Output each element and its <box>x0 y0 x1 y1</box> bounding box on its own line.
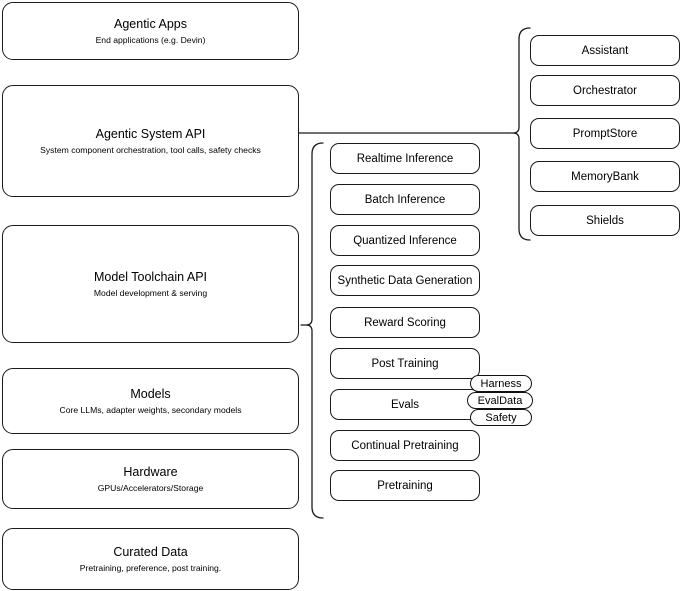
layer-subtitle: GPUs/Accelerators/Storage <box>97 483 204 493</box>
toolchain-item-reward-scoring[interactable]: Reward Scoring <box>330 307 480 338</box>
system-item-orchestrator[interactable]: Orchestrator <box>530 75 680 106</box>
layer-curated-data[interactable]: Curated Data Pretraining, preference, po… <box>2 528 299 590</box>
toolchain-item-quantized-inference[interactable]: Quantized Inference <box>330 225 480 256</box>
layer-title: Models <box>130 387 171 401</box>
item-label: Synthetic Data Generation <box>337 274 473 287</box>
item-label: Reward Scoring <box>364 316 446 329</box>
toolchain-item-pretraining[interactable]: Pretraining <box>330 470 480 501</box>
item-label: Evals <box>390 398 420 411</box>
toolchain-item-realtime-inference[interactable]: Realtime Inference <box>330 143 480 174</box>
layer-subtitle: Core LLMs, adapter weights, secondary mo… <box>59 405 242 415</box>
item-label: PromptStore <box>572 127 638 140</box>
layer-agentic-system-api[interactable]: Agentic System API System component orch… <box>2 85 299 197</box>
item-label: Post Training <box>371 357 439 370</box>
layer-agentic-apps[interactable]: Agentic Apps End applications (e.g. Devi… <box>2 2 299 60</box>
layer-title: Model Toolchain API <box>93 270 208 284</box>
item-label: Assistant <box>581 44 629 57</box>
item-label: MemoryBank <box>571 170 639 183</box>
layer-title: Agentic Apps <box>114 17 187 31</box>
layer-hardware[interactable]: Hardware GPUs/Accelerators/Storage <box>2 449 299 509</box>
item-label: Realtime Inference <box>356 152 454 165</box>
system-item-shields[interactable]: Shields <box>530 205 680 236</box>
system-item-memorybank[interactable]: MemoryBank <box>530 161 680 192</box>
layer-title: Agentic System API <box>95 127 206 141</box>
pill-label: Harness <box>480 377 522 390</box>
layer-model-toolchain-api[interactable]: Model Toolchain API Model development & … <box>2 225 299 343</box>
layer-subtitle: System component orchestration, tool cal… <box>40 145 261 155</box>
item-label: Quantized Inference <box>353 234 457 247</box>
pill-label: EvalData <box>477 394 523 407</box>
toolchain-item-post-training[interactable]: Post Training <box>330 348 480 379</box>
evals-pill-safety[interactable]: Safety <box>470 409 532 426</box>
system-item-assistant[interactable]: Assistant <box>530 35 680 66</box>
bracket-middle <box>300 142 324 519</box>
layer-subtitle: End applications (e.g. Devin) <box>95 35 206 45</box>
item-label: Pretraining <box>377 479 433 492</box>
toolchain-item-synthetic-data-generation[interactable]: Synthetic Data Generation <box>330 265 480 296</box>
item-label: Shields <box>586 214 624 227</box>
toolchain-item-continual-pretraining[interactable]: Continual Pretraining <box>330 430 480 461</box>
evals-pill-evaldata[interactable]: EvalData <box>467 392 533 409</box>
pill-label: Safety <box>485 411 517 424</box>
evals-pill-harness[interactable]: Harness <box>470 375 532 392</box>
system-item-promptstore[interactable]: PromptStore <box>530 118 680 149</box>
layer-models[interactable]: Models Core LLMs, adapter weights, secon… <box>2 368 299 434</box>
toolchain-item-batch-inference[interactable]: Batch Inference <box>330 184 480 215</box>
layer-subtitle: Model development & serving <box>93 288 208 298</box>
layer-title: Hardware <box>123 465 178 479</box>
layer-subtitle: Pretraining, preference, post training. <box>79 563 222 573</box>
item-label: Batch Inference <box>364 193 446 206</box>
item-label: Orchestrator <box>573 84 637 97</box>
layer-title: Curated Data <box>113 545 188 559</box>
item-label: Continual Pretraining <box>351 439 459 452</box>
toolchain-item-evals[interactable]: Evals <box>330 389 480 420</box>
bracket-right <box>507 27 531 241</box>
